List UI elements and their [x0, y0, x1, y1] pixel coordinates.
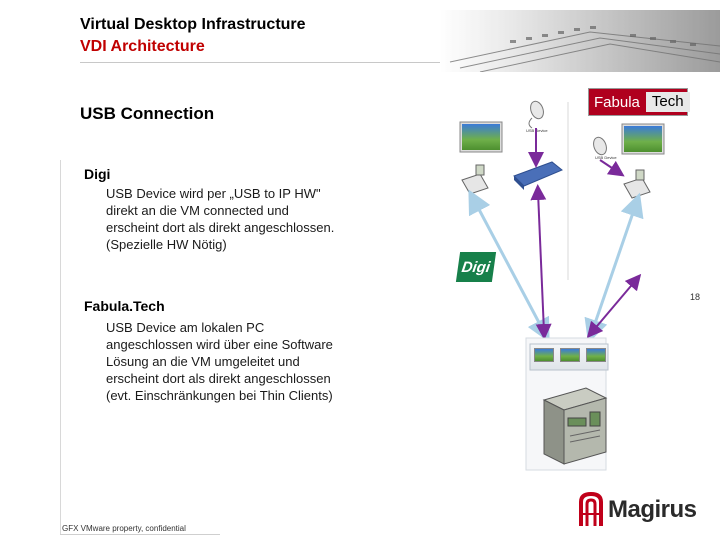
text-line: (evt. Einschränkungen bei Thin Clients) — [106, 388, 333, 403]
digi-description: USB Device wird per „USB to IP HW" direk… — [106, 185, 334, 253]
usb-arrow — [599, 159, 625, 177]
usb-device-label: USB Device — [526, 128, 548, 133]
text-line: Lösung an die VM umgeleitet und — [106, 354, 300, 369]
usb-mouse-icon — [593, 136, 607, 156]
text-line: erscheint dort als direkt angeschlossen — [106, 371, 331, 386]
digi-heading: Digi — [84, 166, 111, 182]
fabulatech-description: USB Device am lokalen PC angeschlossen w… — [106, 319, 333, 404]
confidentiality-notice: GFX VMware property, confidential — [62, 524, 186, 533]
usb-device-label: USB Device — [595, 155, 617, 160]
usb-mouse-icon — [528, 100, 544, 129]
slide-subtitle: VDI Architecture — [80, 38, 205, 55]
section-heading: USB Connection — [80, 104, 215, 123]
thin-client-icon — [623, 169, 651, 199]
vm-screen-icon — [534, 348, 554, 362]
magirus-logo: Magirus — [578, 490, 697, 530]
text-line: direkt an die VM connected und — [106, 203, 289, 218]
magirus-emblem-icon — [578, 490, 604, 530]
footer-divider — [60, 534, 220, 535]
usb-architecture-diagram: USB Device USB Device — [459, 100, 665, 471]
fabulatech-logo-part1: Fabula — [594, 93, 640, 111]
header-divider — [80, 62, 440, 63]
vm-screen-icon — [560, 348, 580, 362]
usb-over-ip-arrow — [530, 184, 552, 340]
page-number: 18 — [690, 292, 701, 302]
network-arrow — [584, 192, 644, 344]
thin-client-icon — [461, 164, 489, 195]
client-monitor-icon — [621, 123, 665, 155]
header-photo — [440, 10, 720, 72]
magirus-wordmark: Magirus — [608, 496, 697, 523]
usb-redirect-arrow — [586, 273, 642, 339]
fabulatech-logo-part2: Tech — [645, 92, 690, 112]
text-line: angeschlossen wird über eine Software — [106, 337, 333, 352]
digi-logo: Digi — [455, 252, 497, 282]
text-line: erscheint dort als direkt angeschlossen. — [106, 220, 335, 235]
fabulatech-heading: Fabula.Tech — [84, 298, 165, 314]
client-monitor-icon — [459, 121, 503, 153]
text-line: (Spezielle HW Nötig) — [106, 237, 227, 252]
server-icon — [542, 387, 608, 465]
vm-screen-icon — [586, 348, 606, 362]
text-line: USB Device wird per „USB to IP HW" — [106, 186, 321, 201]
usb-hub-icon — [513, 161, 563, 190]
fabulatech-logo: Fabula Tech — [588, 88, 690, 116]
slide-title: Virtual Desktop Infrastructure — [80, 16, 306, 33]
left-divider — [60, 160, 61, 535]
text-line: USB Device am lokalen PC — [106, 320, 265, 335]
